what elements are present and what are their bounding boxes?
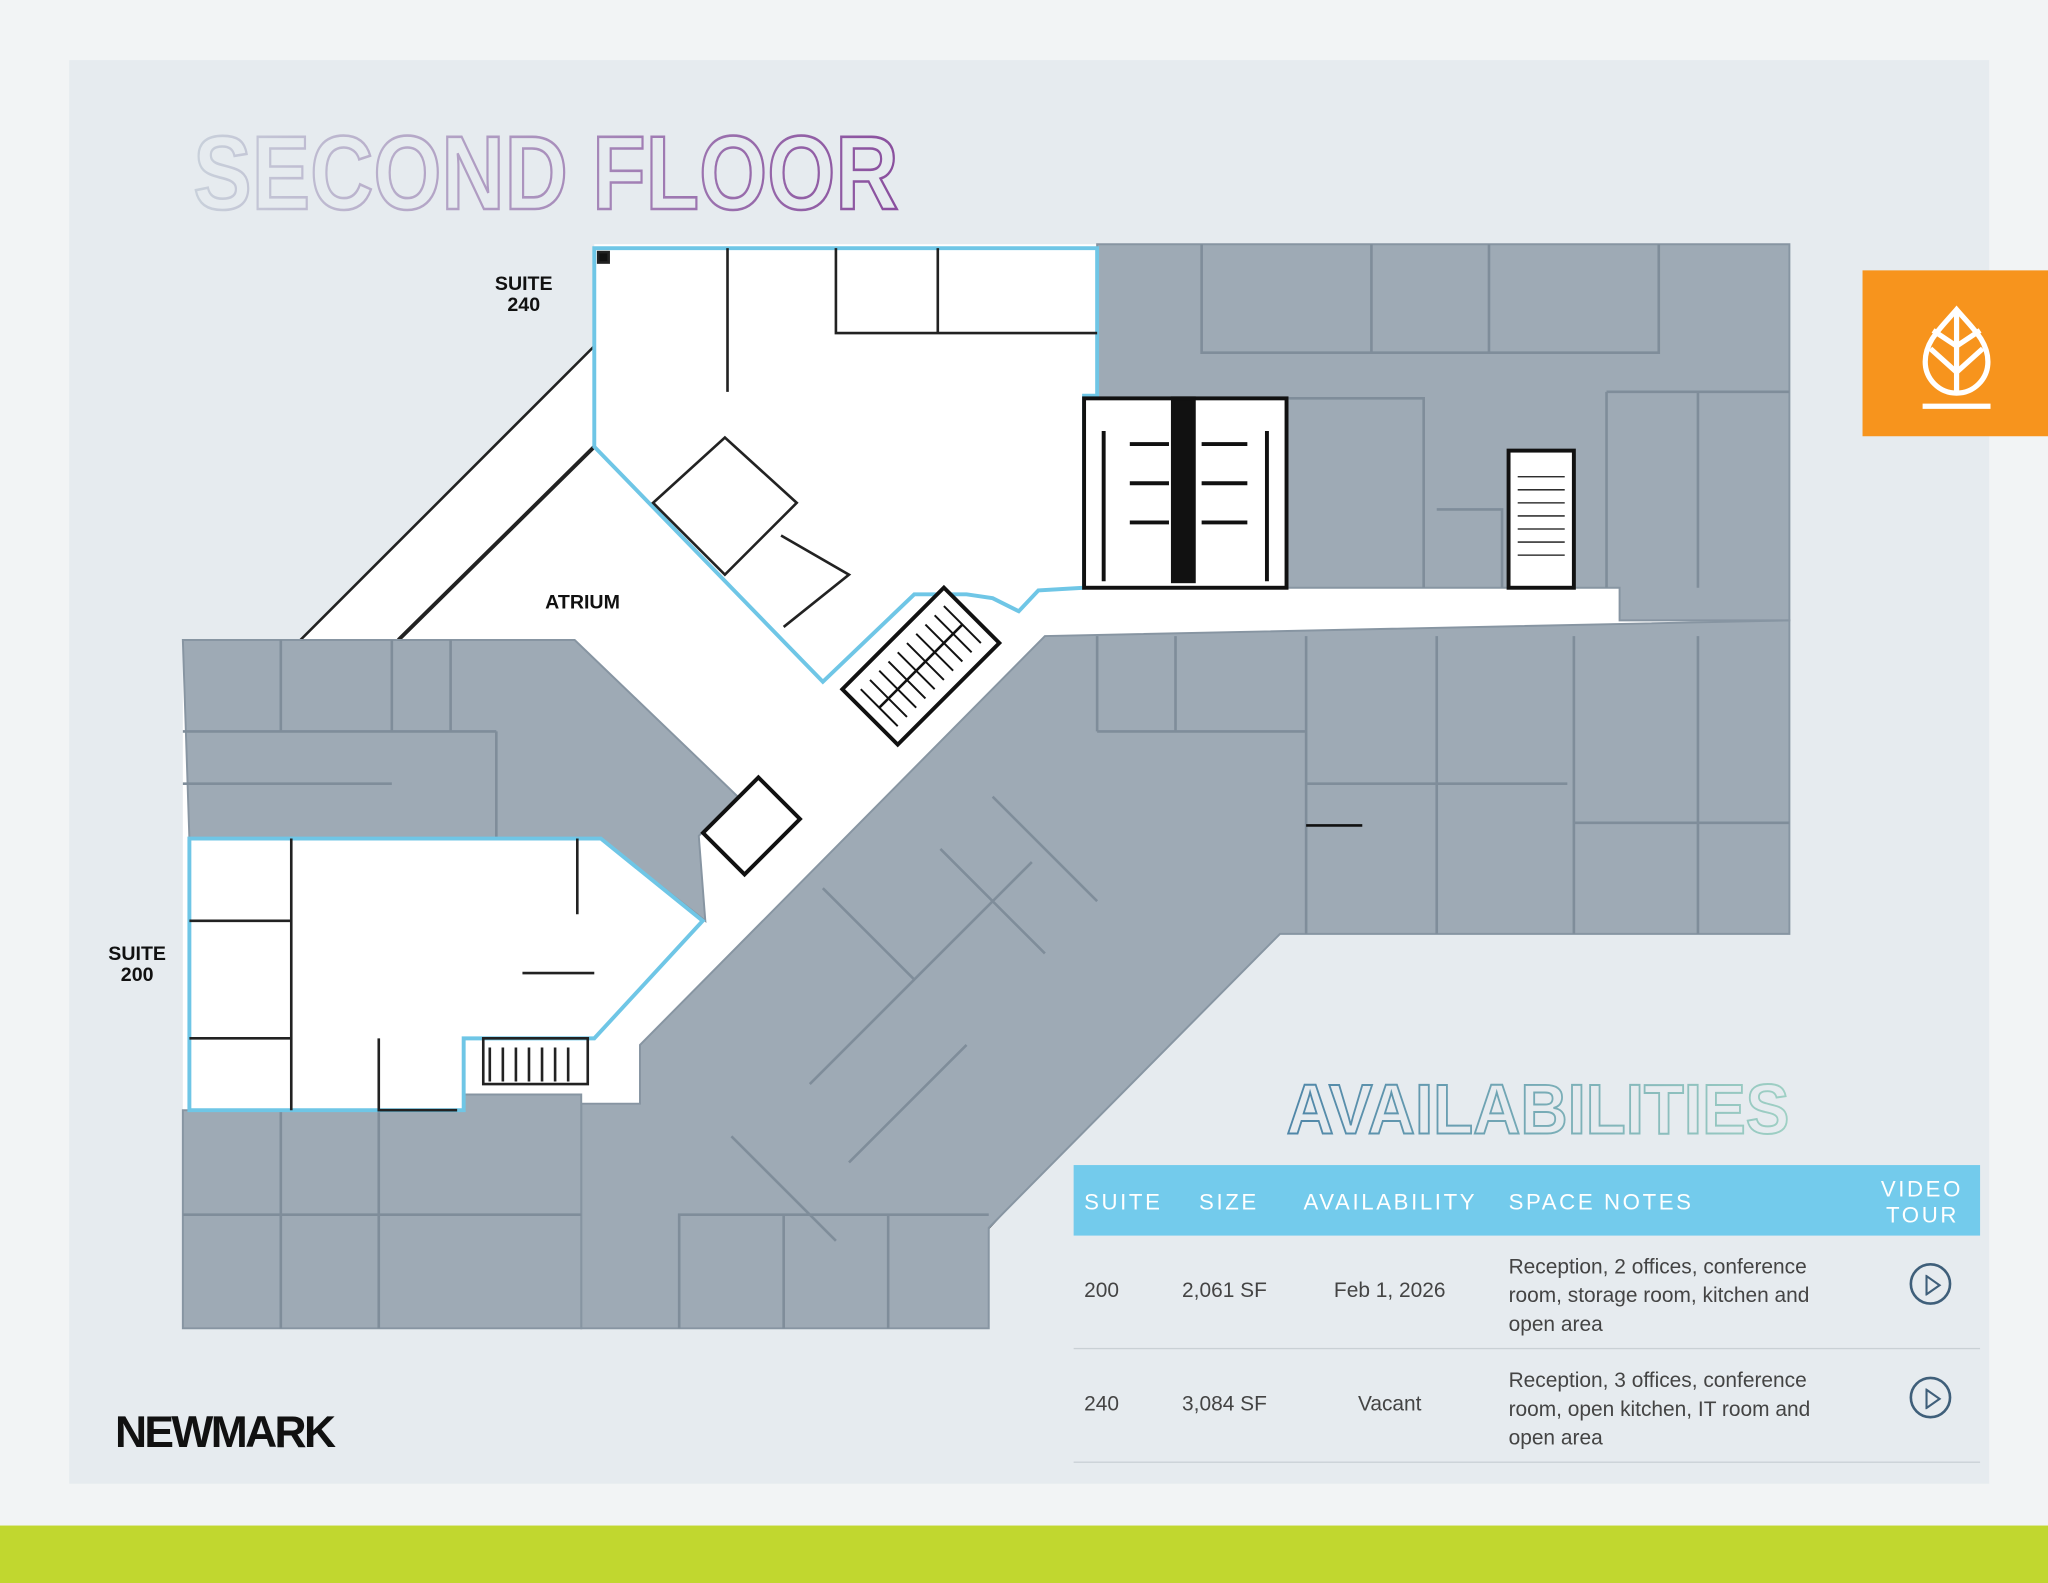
col-availability: AVAILABILITY: [1303, 1189, 1478, 1215]
col-suite: SUITE: [1084, 1189, 1163, 1215]
page-title: SECOND FLOOR: [192, 118, 900, 222]
cell-notes: Reception, 2 offices, conference room, s…: [1508, 1256, 1810, 1337]
cell-availability: Feb 1, 2026: [1333, 1279, 1446, 1303]
col-space-notes: SPACE NOTES: [1508, 1189, 1694, 1215]
atrium-label: ATRIUM: [545, 591, 620, 614]
suite-240-outline: [592, 246, 1100, 685]
stair-east: [1506, 448, 1576, 590]
table-row: 200 2,061 SF Feb 1, 2026 Reception, 2 of…: [1073, 1236, 1981, 1350]
availabilities-heading: AVAILABILITIES: [1286, 1071, 1791, 1144]
cell-size: 2,061 SF: [1182, 1279, 1267, 1303]
cell-notes: Reception, 3 offices, conference room, o…: [1508, 1370, 1811, 1450]
cell-suite: 200: [1084, 1279, 1119, 1303]
cell-size: 3,084 SF: [1182, 1393, 1267, 1416]
col-size: SIZE: [1199, 1189, 1259, 1215]
leaf-icon: [1922, 305, 1991, 409]
suite-200-label-line1: SUITE: [108, 943, 166, 966]
col-tour: TOUR: [1886, 1202, 1959, 1228]
col-video: VIDEO: [1880, 1176, 1963, 1202]
suite-200-label: SUITE 200: [98, 944, 176, 986]
video-tour-button[interactable]: [1909, 1263, 1952, 1305]
play-icon: [1925, 1274, 1942, 1296]
newmark-logo: NEWMARK: [114, 1407, 336, 1458]
suite-200-label-line2: 200: [120, 963, 154, 987]
suite-240-label: SUITE 240: [485, 274, 563, 316]
restrooms: [1082, 396, 1289, 590]
orange-badge[interactable]: [1862, 270, 2048, 437]
availabilities-table: SUITE SIZE AVAILABILITY SPACE NOTES VIDE…: [1073, 1165, 1981, 1463]
stair: [839, 584, 1003, 748]
occupied-area-southeast: [580, 619, 1791, 1330]
suite-240-label-line1: SUITE: [494, 272, 553, 296]
video-tour-button[interactable]: [1909, 1376, 1952, 1419]
availabilities-heading-text: AVAILABILITIES: [1287, 1071, 1790, 1144]
page-title-text: SECOND FLOOR: [193, 118, 898, 222]
cell-suite: 240: [1084, 1393, 1119, 1416]
play-icon: [1925, 1388, 1942, 1410]
elevator: [700, 774, 803, 878]
table-header: SUITE SIZE AVAILABILITY SPACE NOTES VIDE…: [1073, 1165, 1981, 1236]
cell-availability: Vacant: [1357, 1393, 1422, 1416]
suite-240-label-line2: 240: [507, 293, 541, 317]
occupied-area-southwest: [181, 1093, 583, 1330]
table-row: 240 3,084 SF Vacant Reception, 3 offices…: [1073, 1349, 1981, 1463]
footer-bar: [0, 1525, 2048, 1583]
